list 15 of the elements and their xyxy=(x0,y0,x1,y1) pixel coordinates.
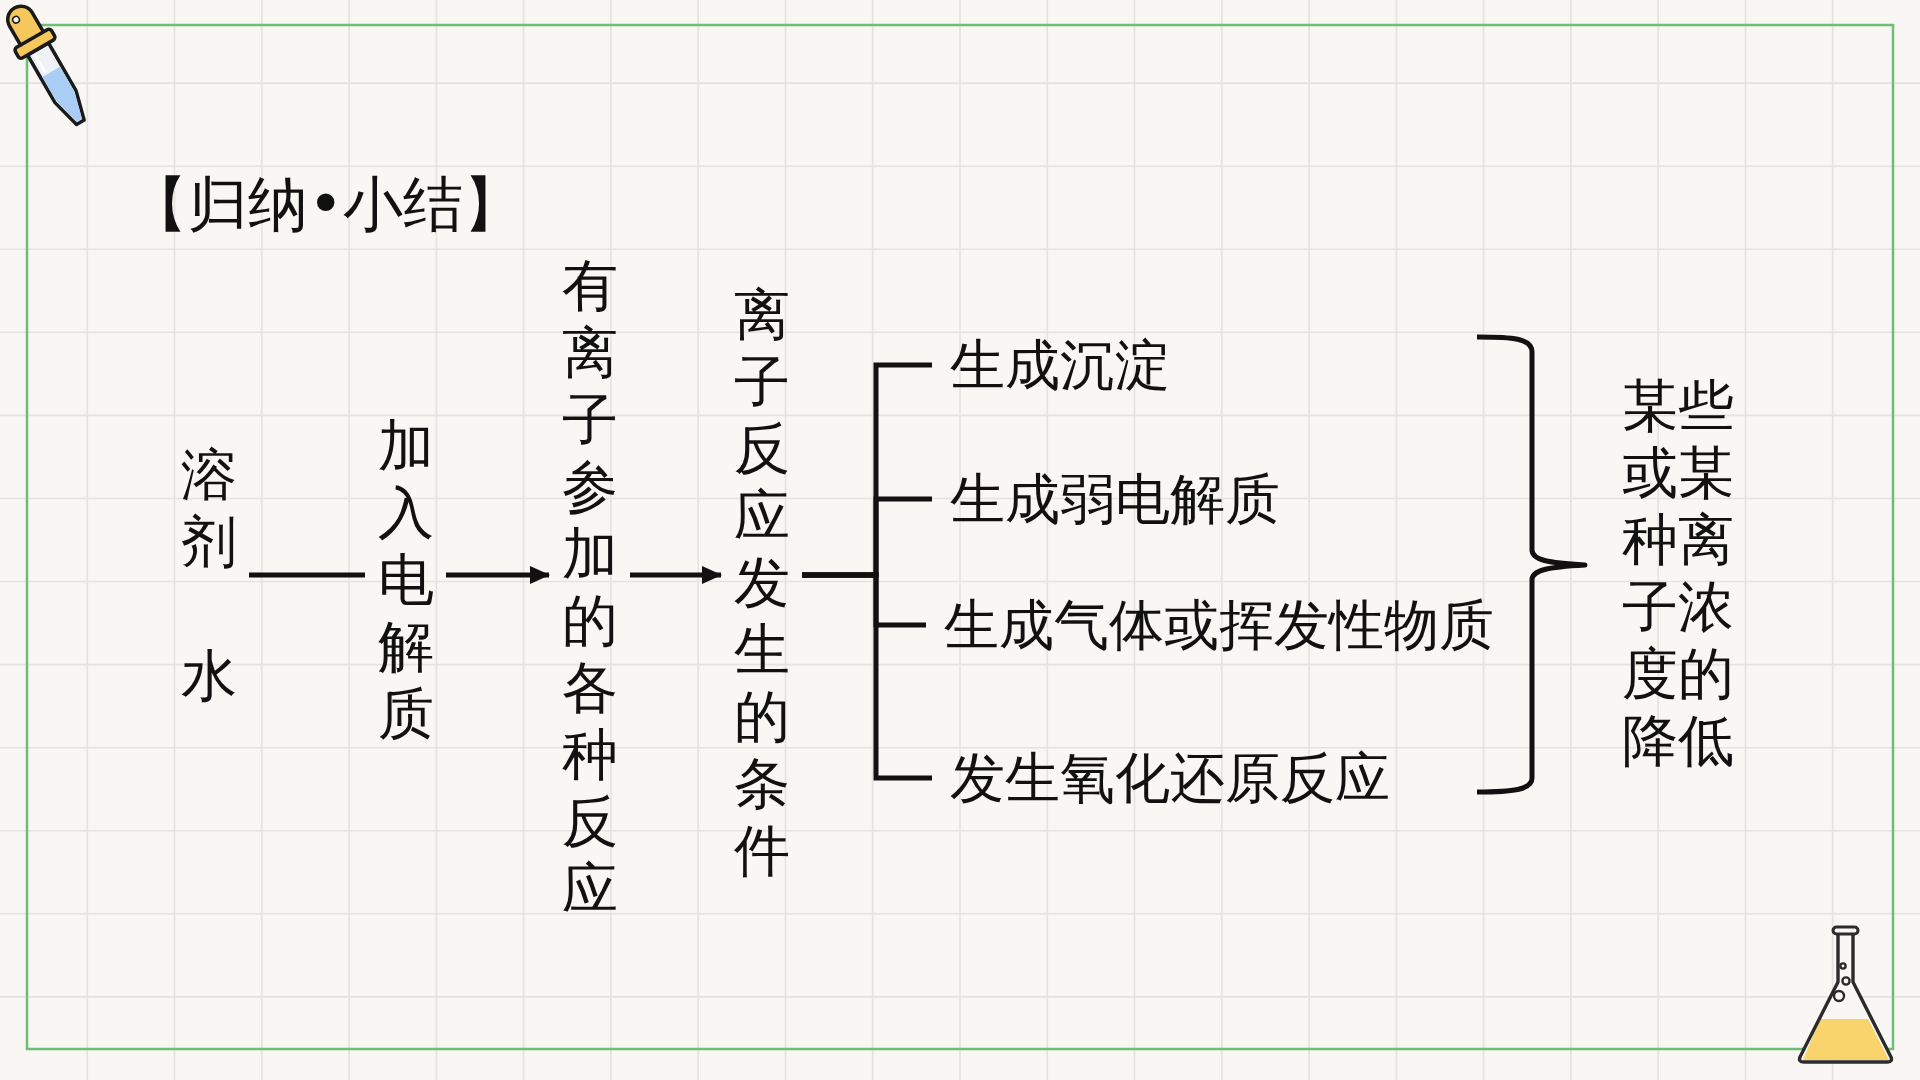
vertical-label: 水 xyxy=(180,642,237,709)
arrow xyxy=(630,566,722,584)
vertical-label: 加入电解质 xyxy=(365,412,446,747)
vertical-label: 有离子参加的各种反应 xyxy=(549,252,630,922)
branch-label: 生成气体或挥发性物质 xyxy=(926,592,1494,658)
vertical-label: 离子反应发生的条件 xyxy=(721,281,802,884)
branch-label: 生成弱电解质 xyxy=(932,466,1280,532)
connector-line xyxy=(249,572,365,578)
vertical-label: 溶剂 xyxy=(180,441,237,575)
branch-label: 发生氧化还原反应 xyxy=(932,745,1390,811)
connector-line xyxy=(802,572,932,781)
title: 【归纳•小结】 xyxy=(128,168,524,241)
branch-label: 生成沉淀 xyxy=(932,332,1170,398)
result-label: 某些或某种离子浓度的降低 xyxy=(1622,372,1736,774)
arrow xyxy=(446,566,550,584)
